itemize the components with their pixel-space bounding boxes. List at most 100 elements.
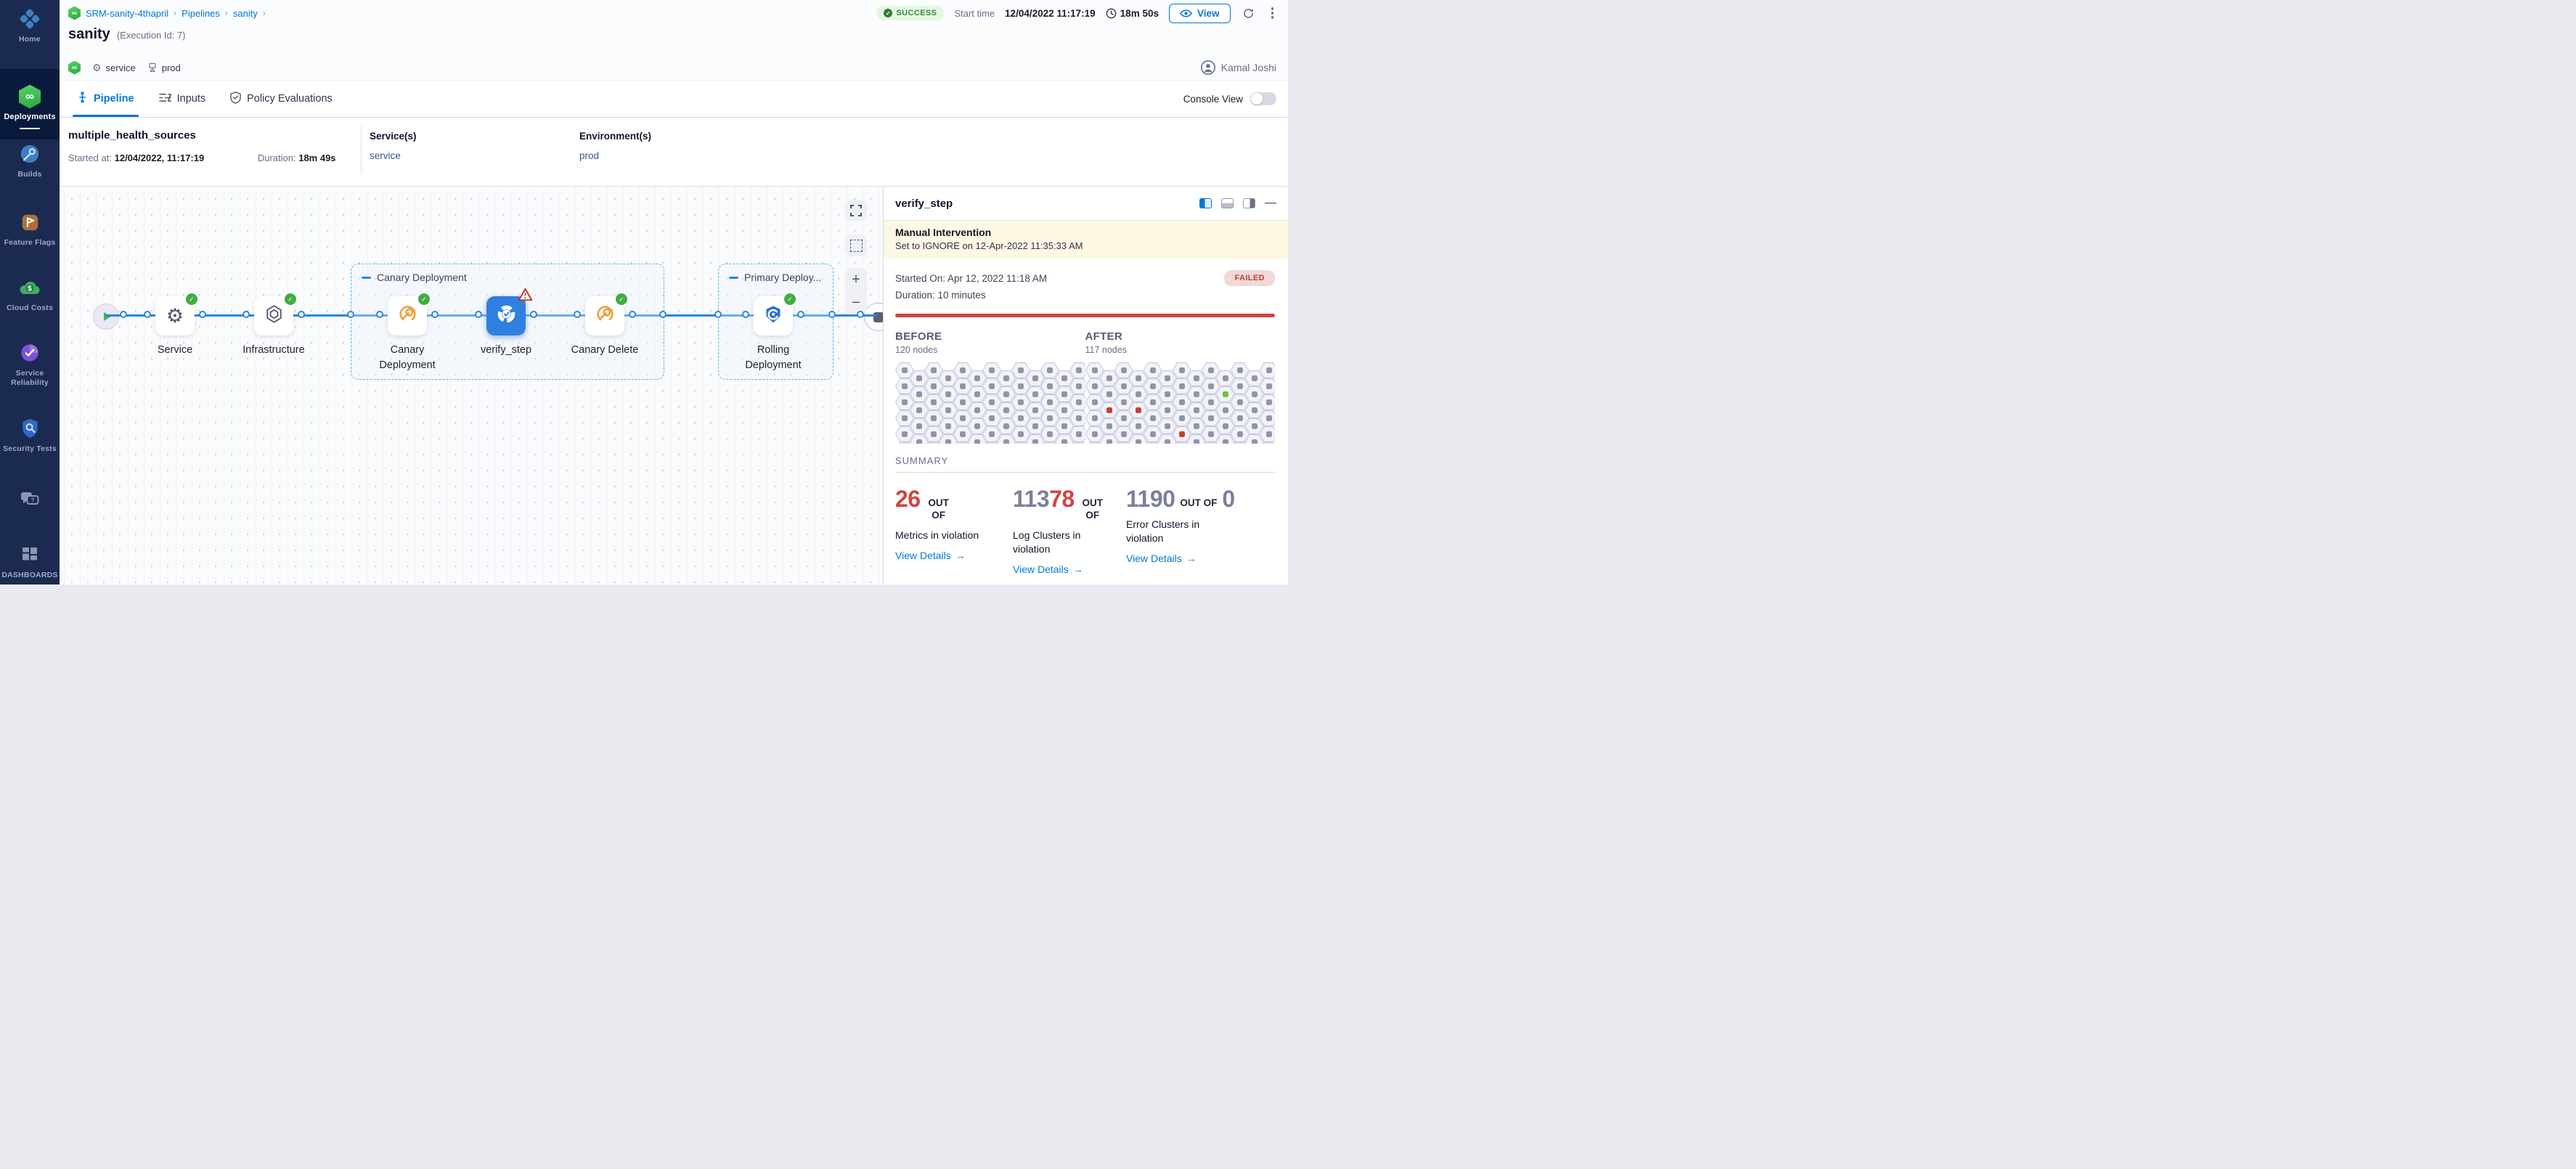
node-hexagon[interactable]	[997, 386, 1016, 402]
minimize-panel-icon[interactable]: —	[1265, 197, 1276, 209]
node-hexagon[interactable]	[982, 394, 1001, 410]
node-hexagon[interactable]	[939, 418, 958, 434]
node-hexagon[interactable]	[1157, 386, 1177, 402]
node-hexagon[interactable]	[939, 402, 958, 418]
node-hexagon[interactable]	[939, 386, 958, 402]
node-hexagon[interactable]	[1143, 378, 1162, 394]
node-hexagon[interactable]	[910, 386, 929, 402]
node-hexagon[interactable]	[895, 394, 914, 410]
more-options-button[interactable]	[1267, 6, 1279, 20]
service-link[interactable]: service	[370, 150, 401, 161]
node-hexagon[interactable]	[1040, 394, 1059, 410]
sidebar-item-service-reliability[interactable]: Service Reliability	[0, 341, 60, 388]
node-hexagon[interactable]	[1085, 394, 1104, 410]
node-hexagon[interactable]	[953, 378, 972, 394]
node-hexagon[interactable]	[1230, 410, 1250, 426]
node-hexagon[interactable]	[1026, 402, 1045, 418]
node-hexagon[interactable]	[924, 378, 943, 394]
node-hexagon[interactable]	[1244, 386, 1264, 402]
tab-policy-evaluations[interactable]: Policy Evaluations	[230, 81, 333, 117]
node-hexagon[interactable]	[1040, 426, 1059, 442]
node-hexagon[interactable]	[997, 402, 1016, 418]
node-hexagon[interactable]	[1244, 418, 1264, 434]
pipeline-node-infrastructure[interactable]: ✓	[254, 292, 298, 335]
node-hexagon[interactable]	[895, 410, 914, 426]
node-hexagon[interactable]	[1201, 394, 1220, 410]
collapse-group-icon[interactable]	[362, 276, 371, 279]
node-hexagon[interactable]	[1230, 362, 1250, 378]
console-view-toggle[interactable]	[1250, 92, 1276, 105]
node-hexagon[interactable]	[924, 410, 943, 426]
node-hexagon[interactable]	[910, 418, 929, 434]
sidebar-item-builds[interactable]: Builds	[0, 142, 60, 179]
node-hexagon[interactable]	[968, 370, 987, 386]
view-details-link[interactable]: View Details→	[1013, 563, 1083, 575]
node-hexagon[interactable]	[1055, 418, 1074, 434]
node-hexagon[interactable]	[1259, 410, 1275, 426]
node-hexagon[interactable]	[1114, 362, 1133, 378]
node-hexagon[interactable]	[997, 370, 1016, 386]
node-hexagon[interactable]	[1069, 378, 1085, 394]
canvas-marquee-button[interactable]	[845, 235, 867, 256]
node-hexagon[interactable]	[1215, 402, 1235, 418]
tab-inputs[interactable]: Inputs	[158, 81, 205, 117]
pipeline-node-service[interactable]: ⚙✓	[155, 292, 199, 335]
node-hexagon[interactable]	[997, 418, 1016, 434]
node-hexagon[interactable]	[1128, 434, 1148, 444]
node-hexagon[interactable]	[1230, 426, 1250, 442]
tab-pipeline[interactable]: Pipeline	[73, 81, 139, 117]
node-hexagon[interactable]	[1128, 418, 1148, 434]
node-hexagon[interactable]	[1157, 370, 1177, 386]
node-hexagon[interactable]	[895, 362, 914, 378]
sidebar-item-feature-flags[interactable]: Feature Flags	[0, 211, 60, 248]
node-hexagon[interactable]	[1099, 402, 1119, 418]
node-hexagon[interactable]	[1011, 410, 1030, 426]
node-hexagon[interactable]	[1172, 378, 1191, 394]
node-hexagon[interactable]	[953, 362, 972, 378]
pipeline-node-canary-deployment[interactable]: ✓	[388, 292, 431, 335]
node-hexagon[interactable]	[1186, 386, 1206, 402]
node-hexagon[interactable]	[1244, 370, 1264, 386]
node-hexagon[interactable]	[1040, 442, 1059, 444]
node-hexagon[interactable]	[1128, 386, 1148, 402]
node-hexagon[interactable]	[1259, 426, 1275, 442]
node-hexagon[interactable]	[1201, 410, 1220, 426]
environment-tag[interactable]: prod	[147, 62, 181, 73]
node-hexagon[interactable]	[1011, 394, 1030, 410]
breadcrumb-pipelines-link[interactable]: Pipelines	[182, 7, 220, 19]
node-hexagon[interactable]	[1040, 362, 1059, 378]
node-hexagon[interactable]	[1114, 442, 1133, 444]
node-hexagon[interactable]	[968, 434, 987, 444]
current-user[interactable]: Kamal Joshi	[1200, 60, 1276, 75]
node-hexagon[interactable]	[1230, 442, 1250, 444]
node-hexagon[interactable]	[1259, 394, 1275, 410]
node-hexagon[interactable]	[895, 426, 914, 442]
node-hexagon[interactable]	[982, 362, 1001, 378]
node-hexagon[interactable]	[1069, 442, 1085, 444]
node-hexagon[interactable]	[982, 410, 1001, 426]
node-hexagon[interactable]	[1157, 402, 1177, 418]
node-hexagon[interactable]	[1172, 362, 1191, 378]
node-hexagon[interactable]	[1230, 394, 1250, 410]
node-hexagon[interactable]	[1259, 362, 1275, 378]
node-hexagon[interactable]	[924, 426, 943, 442]
view-button[interactable]: View	[1168, 3, 1231, 23]
node-hexagon[interactable]	[910, 402, 929, 418]
node-hexagon[interactable]	[924, 362, 943, 378]
pipeline-node-canary-delete[interactable]: ✓	[585, 292, 629, 335]
node-hexagon[interactable]	[1085, 378, 1104, 394]
node-hexagon[interactable]	[982, 426, 1001, 442]
pipeline-start-node[interactable]	[93, 304, 119, 330]
service-tag[interactable]: ⚙ service	[92, 62, 136, 73]
node-hexagon[interactable]	[1157, 434, 1177, 444]
node-hexagon[interactable]	[1026, 434, 1045, 444]
node-hexagon[interactable]	[982, 378, 1001, 394]
node-hexagon[interactable]	[910, 434, 929, 444]
zoom-out-button[interactable]: −	[852, 295, 860, 311]
node-hexagon[interactable]	[1026, 386, 1045, 402]
node-hexagon[interactable]	[1085, 426, 1104, 442]
node-hexagon[interactable]	[1040, 378, 1059, 394]
node-hexagon[interactable]	[1201, 426, 1220, 442]
node-hexagon[interactable]	[1186, 370, 1206, 386]
node-hexagon[interactable]	[953, 426, 972, 442]
